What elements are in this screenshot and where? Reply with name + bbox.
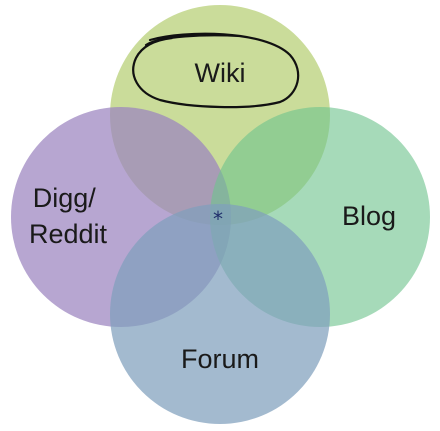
center-asterisk: * xyxy=(213,207,223,231)
wiki-label: Wiki xyxy=(195,58,246,88)
digg-label-line: Digg/ xyxy=(33,183,97,213)
wiki-highlight-scribble xyxy=(132,32,300,109)
digg-reddit-label: Digg/ Reddit xyxy=(29,183,108,249)
forum-label: Forum xyxy=(181,344,259,374)
blog-label: Blog xyxy=(342,201,396,231)
reddit-label-line: Reddit xyxy=(29,219,108,249)
forum-circle xyxy=(110,204,330,424)
